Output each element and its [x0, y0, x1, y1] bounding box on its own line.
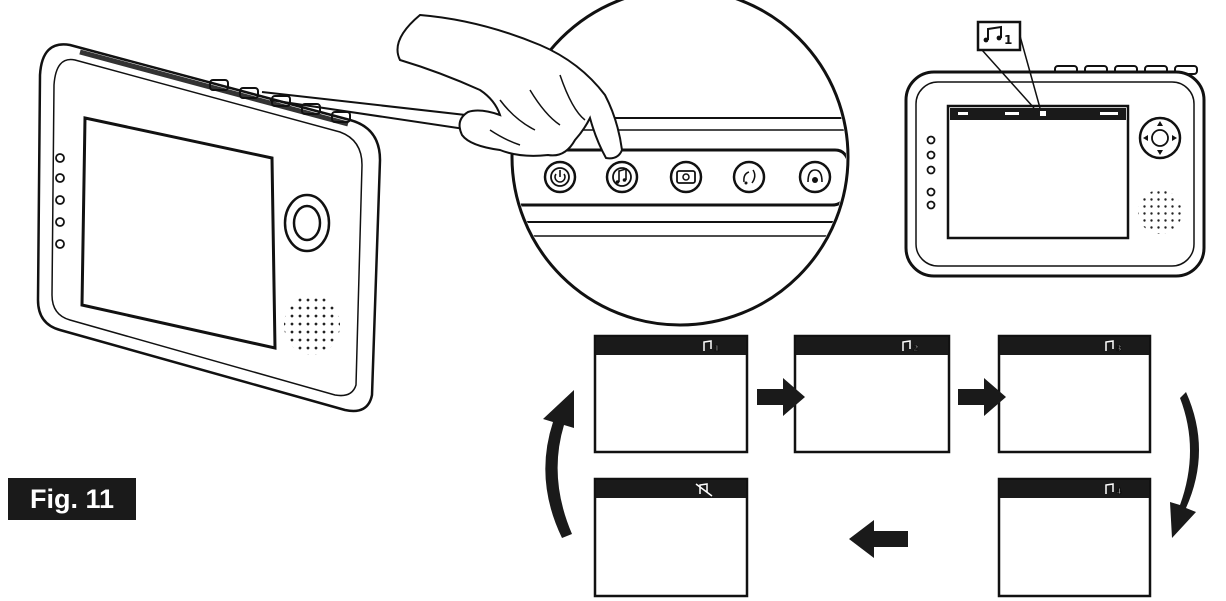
status-bar — [1000, 337, 1149, 355]
status-bar — [796, 337, 948, 355]
curved-arrow-up — [543, 390, 574, 538]
screen-sequence: 1 2 3 4 — [593, 334, 1152, 598]
status-bar — [1000, 480, 1149, 498]
sequence-screen-4: 4 — [997, 477, 1152, 598]
front-view-speaker — [1138, 190, 1182, 234]
figure-label: Fig. 11 — [8, 478, 136, 520]
device-nav-ring — [283, 193, 331, 253]
zoom-button-row — [543, 160, 832, 194]
track-number: 3 — [1116, 344, 1122, 353]
music-indicator-callout: 1 — [976, 20, 1041, 109]
device-speaker — [284, 295, 340, 355]
music-button — [605, 160, 639, 194]
track-number: 2 — [913, 344, 919, 353]
arrow-right-2 — [958, 378, 1006, 416]
music-note-icon — [1105, 483, 1114, 494]
talk-icon — [743, 169, 756, 185]
music-note-icon — [1105, 340, 1114, 351]
track-number: 1 — [714, 344, 720, 353]
sequence-screen-2: 2 — [793, 334, 951, 454]
status-bar — [596, 480, 746, 498]
sequence-screen-5 — [593, 477, 749, 598]
power-button — [543, 160, 577, 194]
camera-icon — [676, 170, 696, 184]
status-bar — [596, 337, 746, 355]
front-view-nav-pad — [1138, 116, 1182, 160]
sequence-screen-3: 3 — [997, 334, 1152, 454]
baby-monitor-device — [36, 43, 382, 413]
arrow-left — [849, 520, 908, 558]
music-note-icon — [902, 340, 911, 351]
front-view-leds — [926, 135, 936, 210]
device-front-view: 1 — [904, 20, 1206, 278]
curved-arrow-down — [1170, 392, 1199, 538]
device-indicator-leds — [55, 153, 65, 249]
device-top-buttons — [209, 79, 351, 123]
music-off-icon — [695, 483, 713, 497]
camera-button — [669, 160, 703, 194]
sequence-arrows — [543, 378, 1199, 558]
talk-button — [732, 160, 766, 194]
record-icon — [807, 169, 823, 183]
zoom-detail — [396, 0, 850, 327]
music-note-icon — [983, 25, 1002, 43]
music-indicator-number: 1 — [1004, 33, 1012, 47]
sequence-screen-1: 1 — [593, 334, 749, 454]
music-note-icon — [615, 167, 627, 184]
record-button — [798, 160, 832, 194]
arrow-right-1 — [757, 378, 805, 416]
front-view-screen — [946, 104, 1130, 240]
pressing-hand — [396, 13, 624, 160]
front-view-status-bar — [950, 108, 1126, 120]
power-icon — [554, 170, 566, 183]
track-number: 4 — [1116, 487, 1122, 496]
music-note-icon — [703, 340, 712, 351]
device-screen — [80, 116, 277, 350]
